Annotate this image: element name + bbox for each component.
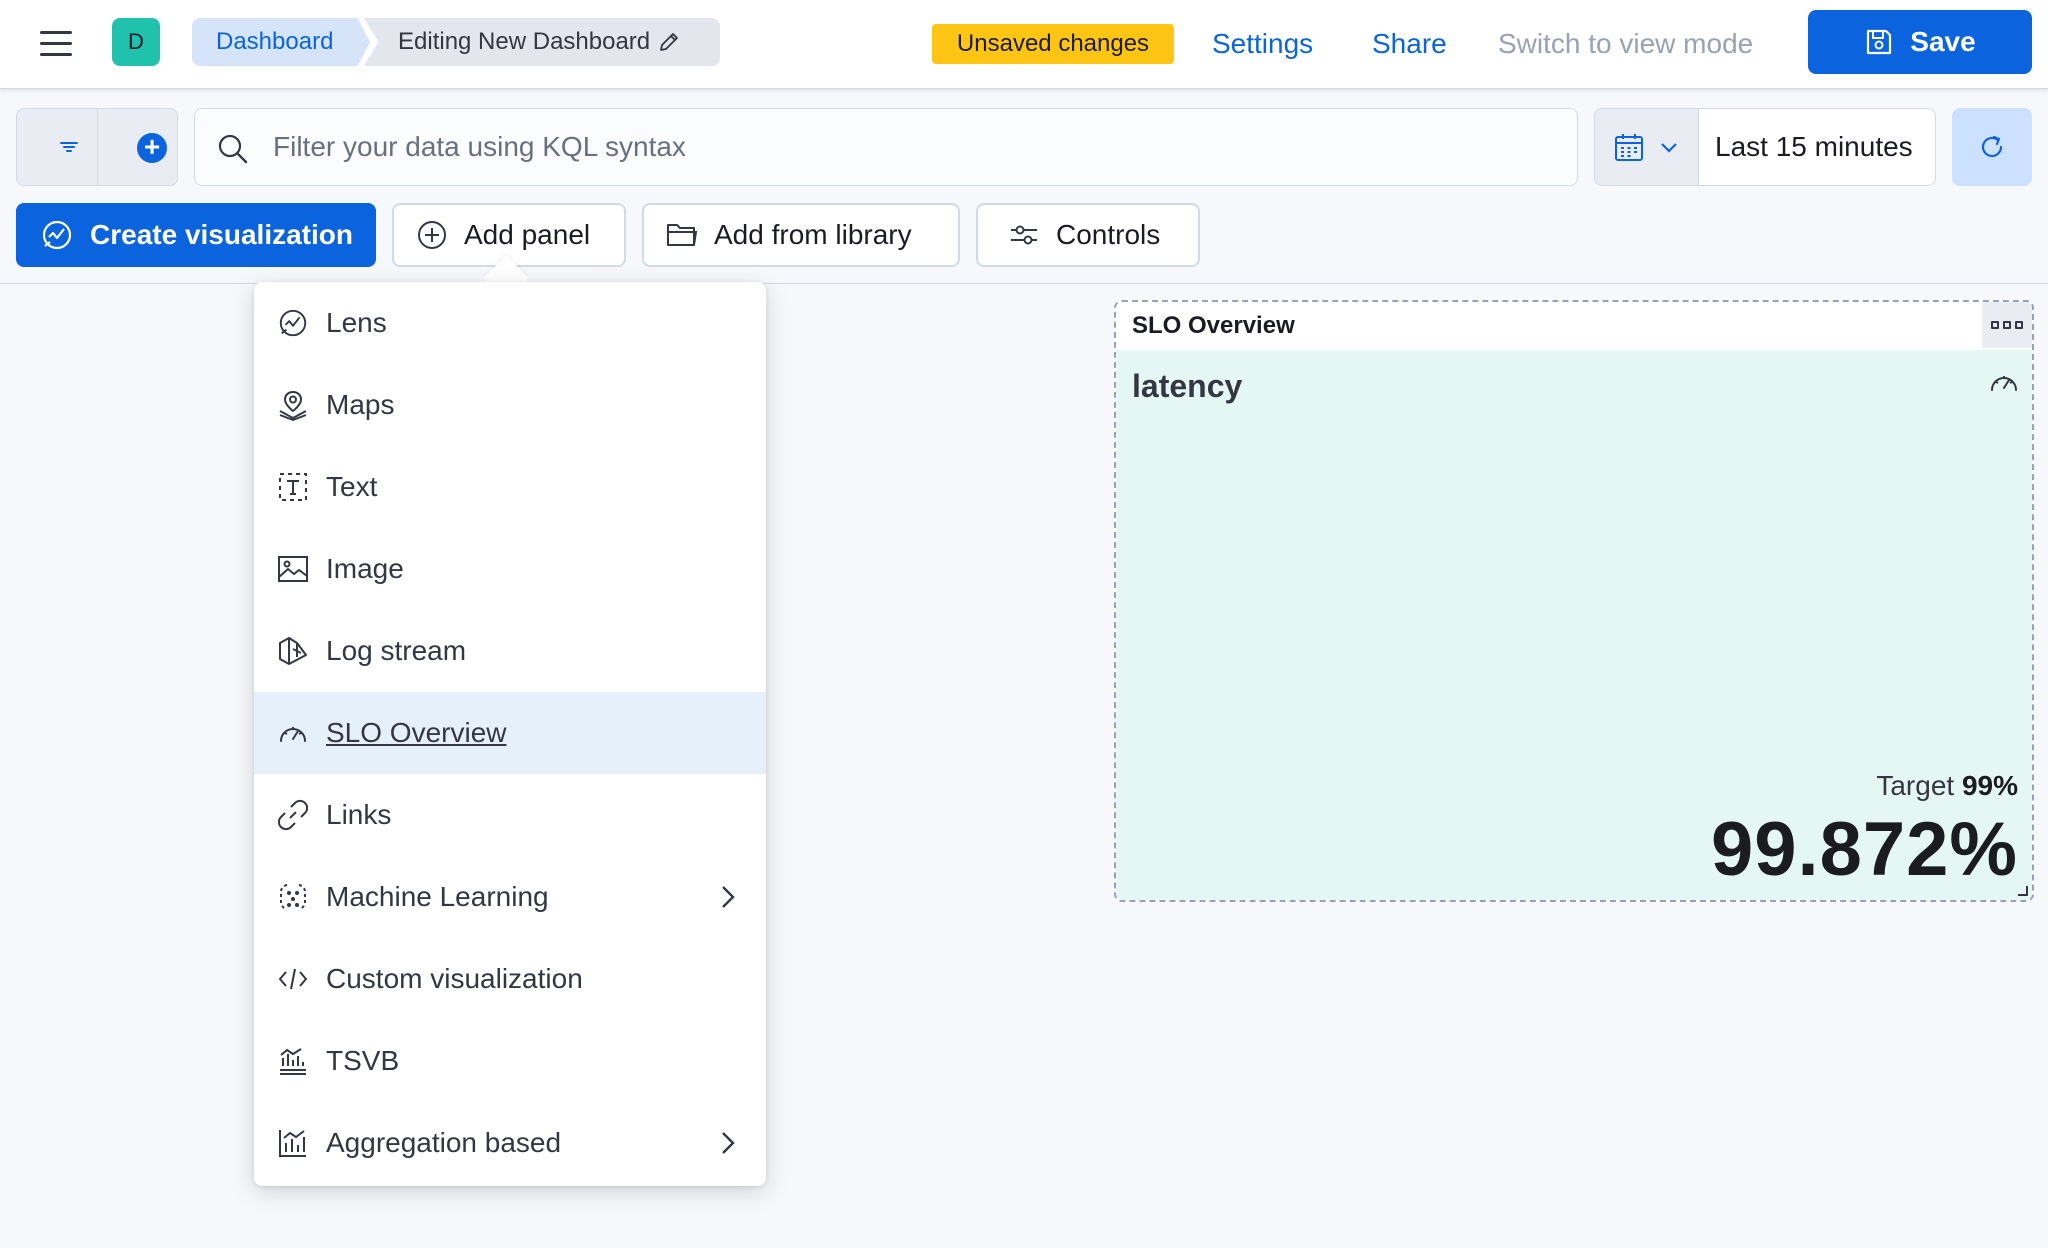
machine-learning-icon — [279, 884, 307, 910]
gauge-icon — [280, 727, 306, 742]
target-label: Target — [1876, 770, 1955, 801]
date-picker: Last 15 minutes — [1594, 108, 1936, 186]
maps-icon — [279, 390, 307, 421]
menu-item-label: Text — [326, 471, 378, 502]
save-icon — [1867, 29, 1892, 55]
menu-item-label: Log stream — [326, 635, 467, 666]
kql-search-bar — [194, 108, 1578, 186]
pencil-icon — [660, 33, 679, 51]
toolbar-divider — [0, 283, 2048, 284]
panel-options-icon[interactable] — [1982, 302, 2032, 348]
target-value: 99% — [1961, 770, 2018, 801]
slo-value: 99.872% — [1710, 807, 2018, 892]
slo-overview-panel[interactable]: SLO Overview latency Target 99% 99.872% — [1114, 300, 2034, 902]
menu-item-maps[interactable]: Maps — [254, 364, 766, 446]
menu-item-slo-overview[interactable]: SLO Overview — [254, 692, 766, 774]
menu-item-label: Custom visualization — [326, 963, 583, 994]
plus-circle-icon — [418, 221, 446, 249]
chevron-right-icon — [722, 886, 735, 908]
add-panel-button[interactable]: Add panel — [392, 203, 626, 267]
slo-metric-card[interactable]: latency Target 99% 99.872% — [1116, 350, 2032, 900]
quick-date-menu-button[interactable] — [1595, 109, 1699, 185]
menu-item-image[interactable]: Image — [254, 528, 766, 610]
text-icon — [279, 473, 307, 501]
menu-item-label: Maps — [326, 389, 395, 420]
lens-icon — [279, 309, 307, 337]
search-icon — [218, 134, 248, 164]
kql-search-input[interactable] — [273, 123, 1553, 171]
controls-label: Controls — [1056, 219, 1161, 250]
resize-handle[interactable] — [2018, 886, 2028, 896]
code-icon — [279, 968, 307, 990]
hamburger-menu-icon[interactable] — [36, 24, 76, 64]
menu-item-lens[interactable]: Lens — [254, 282, 766, 364]
lens-icon — [42, 220, 72, 250]
slo-target: Target 99% — [1876, 770, 2018, 802]
aggregation-icon — [279, 1130, 306, 1157]
filter-icon[interactable] — [57, 135, 81, 159]
breadcrumb-dashboard[interactable]: Dashboard — [192, 18, 370, 66]
controls-icon — [1011, 225, 1037, 245]
create-visualization-button[interactable]: Create visualization — [16, 203, 376, 267]
menu-item-links[interactable]: Links — [254, 774, 766, 856]
slo-name: latency — [1132, 368, 1243, 404]
top-header: D Dashboard Editing New Dashboard Unsave… — [0, 0, 2048, 89]
menu-item-label: Aggregation based — [326, 1127, 562, 1158]
folder-icon — [667, 224, 698, 246]
space-avatar[interactable]: D — [112, 18, 160, 66]
unsaved-changes-badge: Unsaved changes — [932, 24, 1174, 64]
add-filter-icon[interactable]: + — [137, 133, 167, 163]
time-range-label[interactable]: Last 15 minutes — [1715, 131, 1913, 162]
controls-button[interactable]: Controls — [976, 203, 1200, 267]
menu-item-label: SLO Overview — [326, 717, 507, 748]
calendar-icon — [1615, 134, 1643, 161]
breadcrumb-current[interactable]: Editing New Dashboard — [364, 18, 720, 66]
settings-link[interactable]: Settings — [1212, 28, 1314, 59]
gauge-icon — [1991, 376, 2017, 391]
refresh-button[interactable] — [1952, 108, 2032, 186]
image-icon — [278, 556, 308, 582]
menu-item-log-stream[interactable]: Log stream — [254, 610, 766, 692]
filter-button-group: + — [16, 108, 178, 186]
switch-to-view-mode-link[interactable]: Switch to view mode — [1498, 28, 1754, 59]
add-panel-menu: Lens Maps Text Image Log stream SLO Over… — [254, 282, 766, 1186]
save-button[interactable]: Save — [1808, 10, 2032, 74]
add-from-library-label: Add from library — [714, 219, 912, 250]
tsvb-icon — [280, 1048, 306, 1075]
create-visualization-label: Create visualization — [90, 219, 353, 250]
panel-title: SLO Overview — [1132, 312, 1295, 339]
add-panel-label: Add panel — [464, 219, 591, 250]
menu-item-label: Machine Learning — [326, 881, 549, 912]
menu-item-label: Image — [326, 553, 404, 584]
menu-item-label: TSVB — [326, 1045, 400, 1076]
chevron-right-icon — [722, 1132, 735, 1154]
chevron-down-icon — [1661, 143, 1677, 153]
refresh-icon — [1981, 135, 2003, 158]
link-icon — [277, 799, 309, 831]
log-stream-icon — [279, 637, 307, 665]
save-label: Save — [1910, 26, 1976, 57]
menu-item-machine-learning[interactable]: Machine Learning — [254, 856, 766, 938]
breadcrumb-current-label: Editing New Dashboard — [398, 28, 651, 55]
menu-item-aggregation-based[interactable]: Aggregation based — [254, 1102, 766, 1184]
share-link[interactable]: Share — [1372, 28, 1447, 59]
menu-item-custom-visualization[interactable]: Custom visualization — [254, 938, 766, 1020]
menu-item-text[interactable]: Text — [254, 446, 766, 528]
add-from-library-button[interactable]: Add from library — [642, 203, 960, 267]
menu-item-tsvb[interactable]: TSVB — [254, 1020, 766, 1102]
menu-item-label: Links — [326, 799, 392, 830]
menu-item-label: Lens — [326, 307, 387, 338]
